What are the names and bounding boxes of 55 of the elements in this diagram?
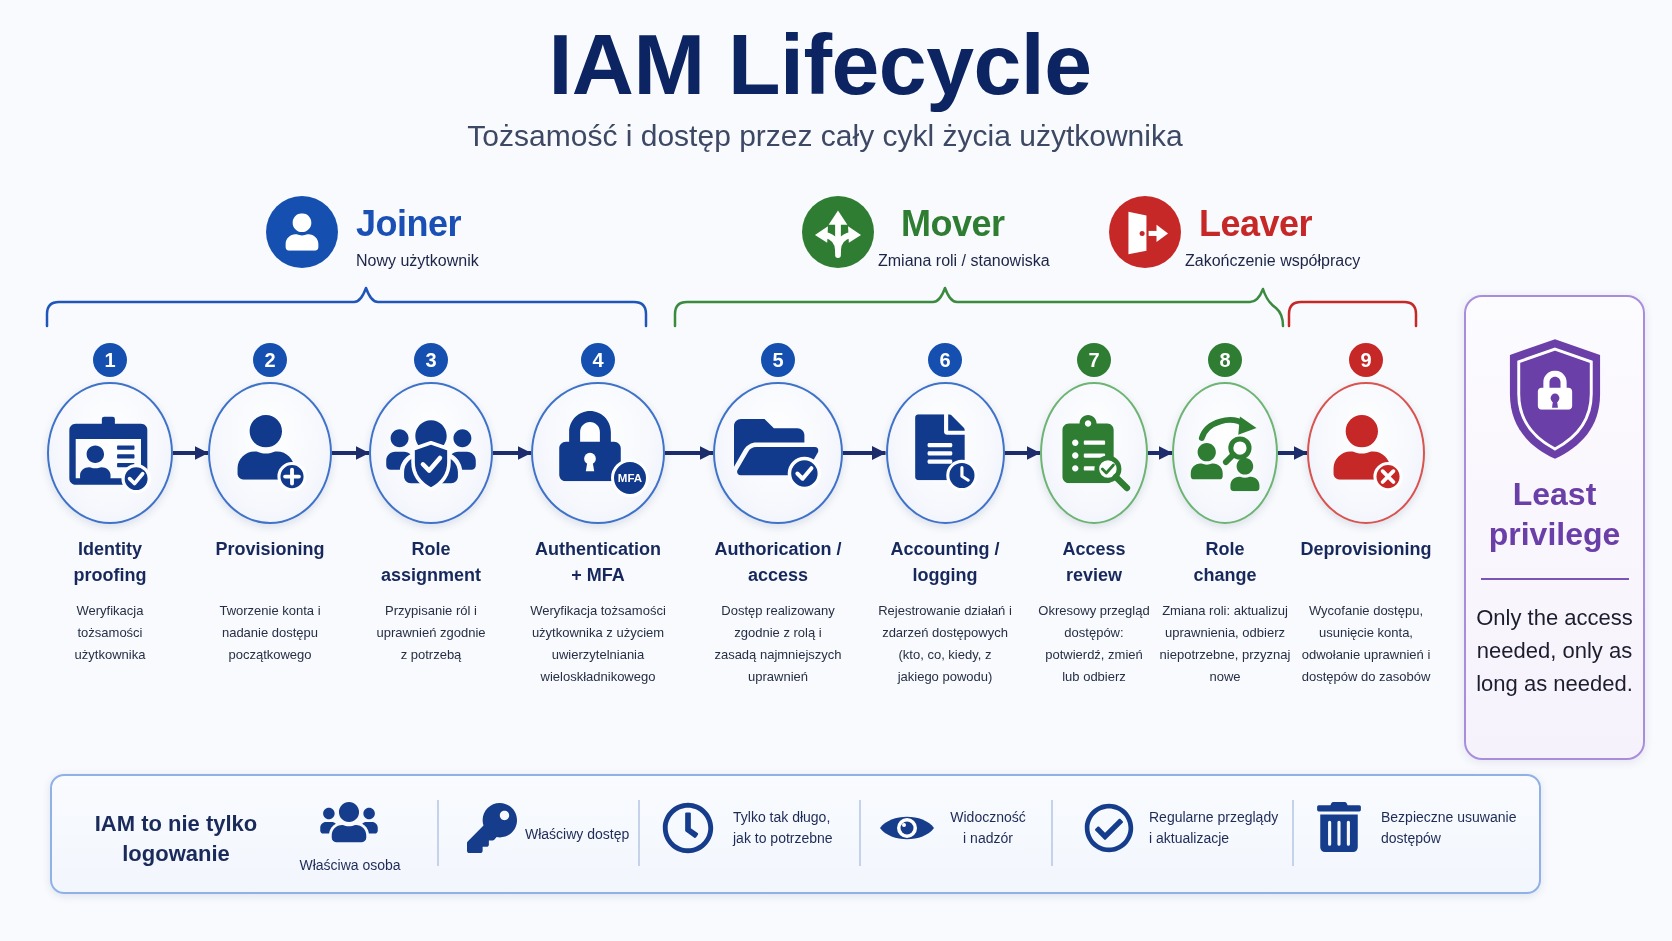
step-description: Weryfikacja tożsamości użytkownika [73, 602, 147, 664]
arrow [1148, 446, 1173, 460]
icon-badge: MFA [611, 459, 649, 497]
feature-text: Bezpieczne usuwanie dostępów [1381, 808, 1518, 848]
step-number-badge: 2 [253, 343, 287, 377]
subtitle: Tożsamość i dostęp przez cały cykl życia użytkownika [467, 118, 1183, 154]
step-title: Accounting / logging [889, 538, 1001, 587]
feature-text: Tylko tak długo, jak to potrzebne [733, 808, 834, 848]
step-title: Authorication / access [713, 538, 843, 587]
phase-subtitle: Nowy użytkownik [356, 251, 479, 271]
arrow [1278, 446, 1308, 460]
phase-title: Joiner [356, 202, 462, 246]
step-number-badge: 6 [928, 343, 962, 377]
panel-text: Only the access needed, only as long as needed. [1475, 604, 1634, 698]
arrow [843, 446, 886, 460]
step-description: Dostęp realizowany zgodnie z rolą i zasadą najmniejszych uprawnień [713, 602, 843, 686]
feature-text: Właściwy dostęp [525, 825, 630, 844]
step-description: Zmiana roli: aktualizuj uprawnienia, odbierz niepotrzebne, przyznaj nowe [1158, 602, 1292, 686]
step-title: Role change [1192, 538, 1258, 587]
step-description: Okresowy przegląd dostępów: potwierdź, zmień lub odbierz [1037, 602, 1151, 686]
step-number-badge: 7 [1077, 343, 1111, 377]
panel-heading: IAM to nie tylko logowanie [93, 810, 259, 868]
step-number-badge: 1 [93, 343, 127, 377]
step-title: Authentication + MFA [534, 538, 662, 587]
step-number-badge: 8 [1208, 343, 1242, 377]
step-description: Weryfikacja tożsamości użytkownika z użyciem uwierzytelniania wieloskładnikowego [529, 602, 667, 686]
step-title: Role assignment [380, 538, 482, 587]
step-title: Provisioning [214, 538, 326, 561]
panel-heading: Least privilege [1487, 475, 1622, 554]
page-title: IAM Lifecycle [548, 16, 1092, 112]
step-description: Tworzenie konta i nadanie dostępu początkowego [218, 602, 322, 664]
summary-panel [50, 774, 1541, 894]
phase-subtitle: Zmiana roli / stanowiska [878, 251, 1050, 271]
phase-title: Mover [901, 202, 1005, 246]
feature-text: Regularne przeglądy i aktualizacje [1149, 808, 1280, 848]
arrow [665, 446, 714, 460]
arrow [1004, 446, 1041, 460]
step-title: Identity proofing [72, 538, 148, 587]
step-title: Access review [1061, 538, 1127, 587]
phase-title: Leaver [1199, 202, 1313, 246]
step-title: Deprovisioning [1299, 538, 1433, 561]
step-number-badge: 3 [414, 343, 448, 377]
feature-text: Właściwa osoba [299, 856, 401, 875]
step-number-badge: 5 [761, 343, 795, 377]
step-number-badge: 4 [581, 343, 615, 377]
step-description: Przypisanie ról i uprawnień zgodnie z potrzebą [375, 602, 487, 664]
arrow [173, 446, 209, 460]
arrow [332, 446, 370, 460]
info-panel [1464, 295, 1645, 760]
step-description: Rejestrowanie działań i zdarzeń dostępowych (kto, co, kiedy, z jakiego powodu) [877, 602, 1013, 686]
feature-text: Widoczność i nadzór [949, 808, 1027, 848]
step-number-badge: 9 [1349, 343, 1383, 377]
arrow [493, 446, 532, 460]
step-description: Wycofanie dostępu, usunięcie konta, odwołanie uprawnień i dostępów do zasobów [1300, 602, 1432, 686]
phase-subtitle: Zakończenie współpracy [1185, 251, 1361, 271]
